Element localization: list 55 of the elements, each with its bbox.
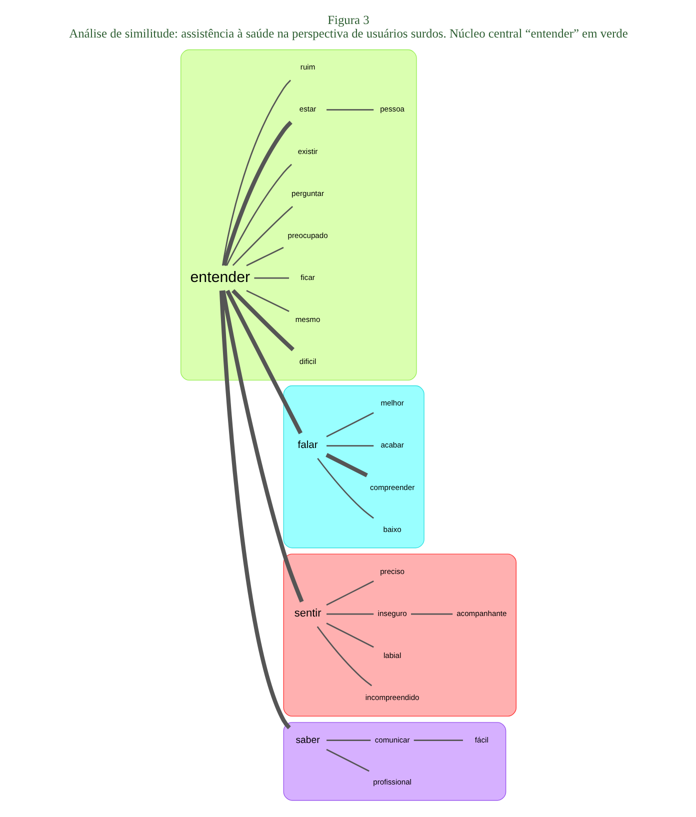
cluster bbox=[282, 554, 516, 717]
node-text: falar bbox=[297, 440, 318, 452]
node-text: ficar bbox=[300, 273, 314, 282]
node-text: inseguro bbox=[377, 609, 406, 618]
node-text: dificil bbox=[298, 357, 316, 366]
node-text: estar bbox=[298, 104, 316, 114]
connector bbox=[226, 164, 292, 266]
caption: Análise de similitude: assistência à saúde na perspectiva de usuários surdos. Núcleo central “entender” em verde bbox=[68, 26, 628, 41]
connector bbox=[326, 613, 374, 615]
cluster bbox=[282, 385, 424, 548]
diagram-title: Figura 3 bbox=[327, 12, 369, 27]
connector bbox=[326, 740, 370, 742]
node-text: incompreendido bbox=[364, 693, 419, 702]
connector bbox=[316, 458, 374, 519]
cluster bbox=[282, 722, 506, 801]
node-text: profissional bbox=[372, 777, 411, 786]
connector bbox=[222, 80, 291, 266]
connector bbox=[326, 445, 374, 446]
connector bbox=[316, 626, 372, 686]
node-text: comunicar bbox=[374, 735, 410, 744]
node-text: preocupado bbox=[287, 230, 328, 240]
node-text: saber bbox=[295, 734, 320, 746]
connector bbox=[410, 613, 452, 615]
node-text: ruim bbox=[300, 62, 315, 72]
connector bbox=[220, 290, 304, 602]
node-text: compreender bbox=[369, 482, 414, 492]
node-text: perguntar bbox=[291, 188, 324, 198]
connector bbox=[326, 580, 374, 606]
connector bbox=[225, 290, 302, 434]
connector bbox=[254, 277, 289, 279]
connector bbox=[326, 622, 374, 648]
node-text: acabar bbox=[380, 440, 404, 450]
node-text: fácil bbox=[474, 735, 488, 744]
cluster bbox=[180, 49, 416, 381]
connector bbox=[326, 109, 374, 110]
node-text: preciso bbox=[380, 566, 404, 576]
connector bbox=[326, 412, 374, 438]
connector bbox=[413, 740, 462, 742]
node-text: mesmo bbox=[294, 315, 320, 324]
connector bbox=[246, 290, 289, 312]
node-text: melhor bbox=[380, 398, 404, 408]
node-text: sentir bbox=[294, 608, 321, 620]
connector bbox=[246, 246, 284, 266]
connector bbox=[325, 453, 368, 478]
connector bbox=[232, 206, 293, 266]
node-text: pessoa bbox=[380, 104, 404, 114]
node-text: acompanhante bbox=[456, 609, 506, 618]
connector bbox=[218, 290, 290, 730]
connector bbox=[222, 120, 292, 266]
node-text: labial bbox=[382, 651, 401, 660]
node-text: baixo bbox=[382, 524, 401, 534]
connector bbox=[230, 289, 294, 352]
node-text: entender bbox=[190, 268, 250, 286]
connector bbox=[326, 748, 369, 772]
node-text: existir bbox=[297, 146, 318, 156]
